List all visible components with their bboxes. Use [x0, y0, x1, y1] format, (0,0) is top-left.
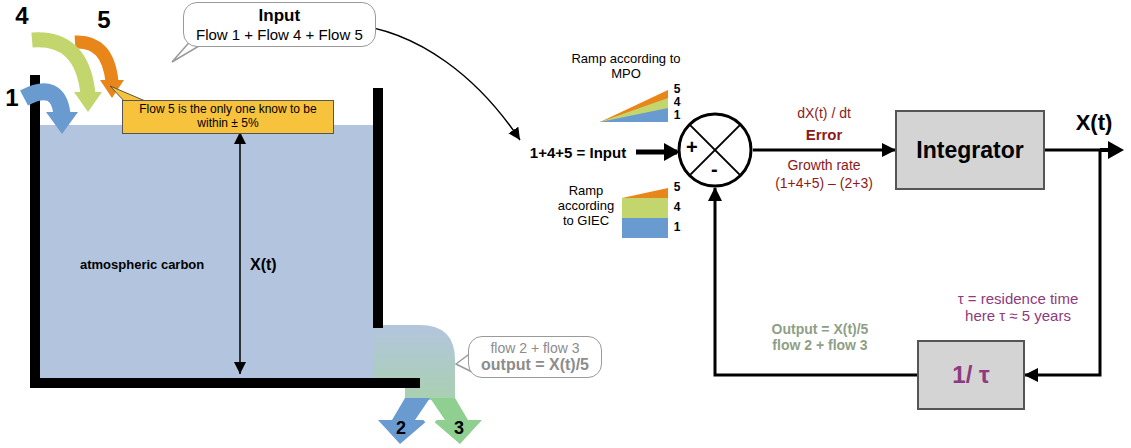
edge-label: Output = X(t)/5 flow 2 + flow 3	[756, 321, 884, 353]
node-text: flow 2 + flow 3	[490, 340, 579, 356]
annotation-label: 5	[674, 83, 681, 97]
ramp-band	[600, 98, 668, 122]
tank-wall	[373, 88, 383, 328]
annotation-label: 1+4+5 = Input	[530, 144, 626, 161]
annotation-label: X(t)	[1076, 110, 1113, 135]
signal-connector	[715, 188, 917, 375]
annotation-label: 4	[674, 96, 681, 110]
annotation-label: 4	[674, 201, 681, 215]
outlet-pipe	[373, 325, 455, 400]
split-diamond	[420, 404, 440, 428]
node-text: X(t)	[250, 256, 277, 274]
annotation-label: τ = residence time here τ ≈ 5 years	[947, 290, 1089, 325]
leader-arrow	[348, 24, 520, 140]
outflow-arrow	[378, 398, 430, 444]
annotation-label: Ramp according to MPO	[570, 52, 682, 82]
node-text: Integrator	[916, 137, 1023, 163]
height-arrow	[239, 132, 241, 374]
annotation-label: 5	[674, 181, 681, 195]
node-text: 1/ τ	[952, 361, 989, 389]
flow-arrow	[74, 92, 102, 112]
annotation-label: 2	[396, 418, 406, 439]
integrator-block: Integrator	[895, 110, 1045, 190]
input-callout: InputFlow 1 + Flow 4 + Flow 5	[183, 2, 376, 47]
flow-arrow	[46, 112, 78, 134]
ramp-band	[622, 218, 668, 238]
output-callout: flow 2 + flow 3output = X(t)/5	[468, 336, 602, 378]
ramp-band	[622, 198, 668, 218]
node-text: +	[686, 136, 698, 159]
flow-arrow	[24, 92, 62, 114]
ramp-band	[600, 90, 668, 122]
node-text: Flow 1 + Flow 4 + Flow 5	[196, 26, 363, 43]
tank-water: atmospheric carbon X(t)	[40, 125, 373, 378]
annotation-label: 3	[454, 418, 464, 439]
water	[40, 125, 375, 380]
annotation-label: Growth rate	[787, 157, 860, 173]
edge-label: dX(t) / dt	[797, 105, 851, 121]
signal-connector	[753, 149, 895, 152]
ramp-band	[600, 108, 668, 122]
node-text: atmospheric carbon	[80, 258, 204, 273]
outflow-arrow	[430, 398, 482, 444]
summing-junction: +-	[677, 112, 753, 188]
node-text: Flow 5 is the only one know to be within…	[129, 103, 327, 131]
output-arrow	[1108, 141, 1124, 159]
annotation-label: 1	[5, 84, 18, 112]
node-text: -	[711, 158, 718, 181]
annotation-label: (1+4+5) – (2+3)	[775, 175, 873, 191]
tank-wall	[30, 378, 420, 388]
tank-wall	[30, 75, 40, 388]
node-text: Input	[259, 6, 301, 26]
annotation-label: 1	[674, 221, 681, 235]
annotation-label: 1	[674, 109, 681, 123]
annotation-label: 4	[15, 2, 28, 30]
annotation-label: Error	[806, 126, 843, 143]
ramp-band	[622, 188, 668, 198]
note-callout: Flow 5 is the only one know to be within…	[122, 100, 334, 134]
annotation-label: 5	[97, 6, 110, 34]
gain-block: 1/ τ	[917, 340, 1025, 410]
junction-circle	[679, 114, 751, 186]
node-text: output = X(t)/5	[481, 356, 589, 374]
annotation-label: Ramp according to GIEC	[553, 184, 619, 229]
